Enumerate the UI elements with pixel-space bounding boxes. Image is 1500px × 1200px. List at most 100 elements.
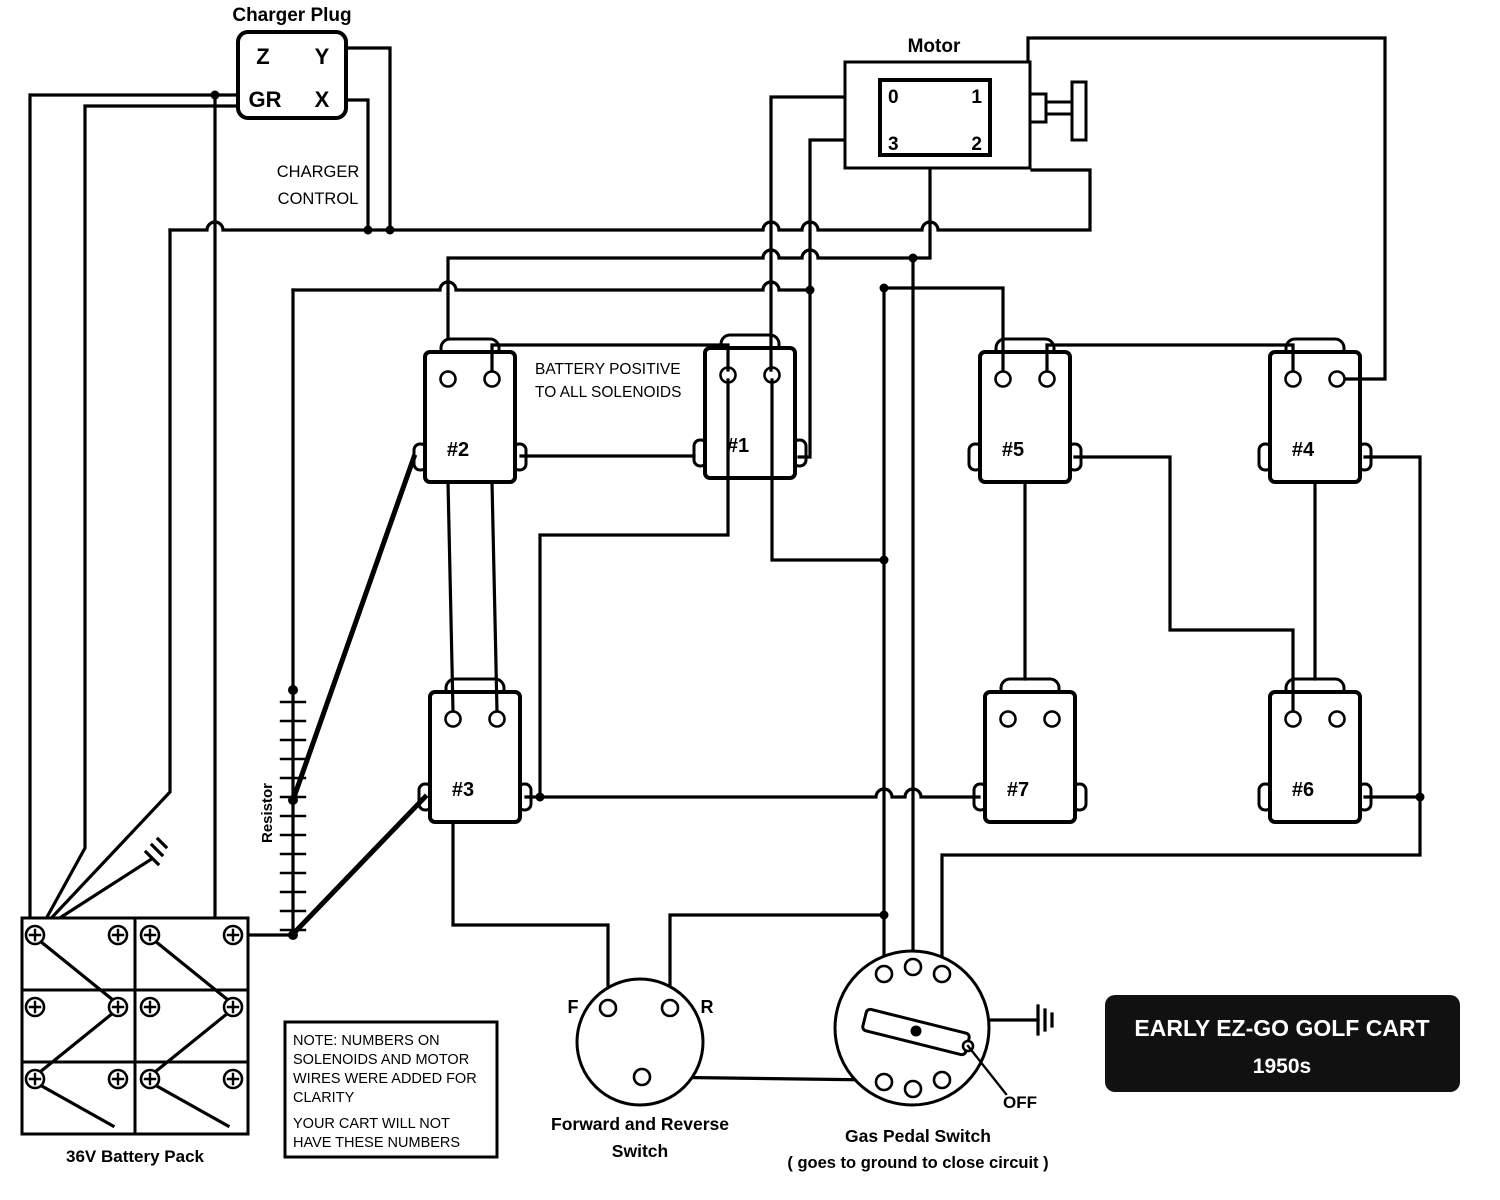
junction-dot [879, 555, 889, 565]
solenoid-body [1257, 337, 1373, 484]
terminal-reverse [660, 998, 680, 1018]
battery-pack: 36V Battery Pack [20, 916, 250, 1166]
battery-pack-label: 36V Battery Pack [66, 1147, 205, 1166]
reverse-label: R [701, 997, 714, 1017]
wire-resistor-diagonal-2 [291, 793, 429, 936]
solenoid-body [1257, 677, 1373, 824]
junction-dot [1415, 792, 1425, 802]
wire-battery-positive-a [490, 343, 730, 373]
gas-terminal-top [903, 957, 923, 977]
solenoid-label: #6 [1292, 779, 1314, 801]
wire-bus-motor [446, 166, 932, 341]
gas-pedal-switch: OFF Gas Pedal Switch ( goes to ground to… [787, 949, 1054, 1172]
solenoid-body [417, 677, 533, 824]
plug-pin-x: X [315, 87, 330, 112]
junction-dot [363, 225, 373, 235]
solenoid-label: #4 [1292, 439, 1315, 461]
gas-terminal-bottom [874, 1072, 894, 1092]
wire-sol2-sol3-a [446, 480, 455, 713]
note-line: YOUR CART WILL NOT [293, 1116, 450, 1132]
solenoid-2: #2 [412, 337, 528, 484]
note-line: SOLENOIDS AND MOTOR [293, 1052, 469, 1068]
solenoid-4: #4 [1257, 337, 1373, 484]
junction-dot [210, 90, 220, 100]
wire-motor3-solenoid1 [797, 138, 882, 459]
wire-charger-left-c [213, 93, 229, 934]
solenoid-label: #3 [452, 779, 474, 801]
wire-left-drop [38, 228, 172, 932]
charger-control-line2: CONTROL [278, 190, 359, 208]
resistor-label: Resistor [259, 783, 276, 843]
battery-positive-note: BATTERY POSITIVE TO ALL SOLENOIDS [535, 361, 681, 401]
motor-inner-box [878, 78, 992, 157]
battery-link [152, 1010, 231, 1075]
junction-dot [385, 225, 395, 235]
title-line2: 1950s [1253, 1055, 1311, 1078]
motor-pin-2: 2 [971, 134, 982, 155]
motor: Motor 0 1 3 2 [843, 36, 1088, 170]
solenoid-body [692, 333, 808, 480]
junction-dot [879, 910, 889, 920]
battery-link [37, 938, 116, 1003]
ground-symbol-battery [143, 836, 169, 867]
ground-ticks [143, 836, 169, 867]
forward-reverse-caption1: Forward and Reverse [551, 1114, 729, 1134]
wire-right-loop [940, 455, 1422, 968]
wire-battery-positive-b [1045, 343, 1295, 373]
wire-sol2-sol3-b [490, 480, 499, 713]
motor-pin-1: 1 [971, 87, 982, 108]
resistor: Resistor [259, 688, 307, 937]
battery-link [152, 938, 231, 1003]
wire-sol1-inner-b [770, 378, 886, 562]
gas-terminal-top [932, 964, 952, 984]
plug-pin-y: Y [315, 44, 330, 69]
battery-link [37, 1010, 116, 1075]
off-pointer-line [966, 1044, 1008, 1096]
junction-dot [805, 285, 815, 295]
wire-charger-right-b [344, 98, 370, 232]
motor-shaft [1028, 92, 1048, 124]
battery-positive-line1: BATTERY POSITIVE [535, 361, 681, 378]
wire-top-loop [1026, 36, 1387, 381]
junction-dot [908, 253, 918, 263]
ground-symbol-gas [1036, 1004, 1054, 1036]
plug-pin-z: Z [256, 44, 269, 69]
solenoid-body [412, 337, 528, 484]
note-line: HAVE THESE NUMBERS [293, 1135, 460, 1151]
wire-sol3-to-forward [451, 820, 610, 1002]
battery-link [152, 1082, 231, 1129]
junction-dot [535, 792, 545, 802]
plug-pin-gr: GR [249, 87, 282, 112]
lever-pivot [910, 1025, 922, 1037]
solenoid-7: #7 [972, 677, 1088, 824]
charger-plug: Charger Plug Z Y GR X [232, 5, 352, 120]
solenoid-label: #1 [727, 435, 749, 457]
solenoid-body [967, 337, 1083, 484]
battery-terminals [24, 924, 244, 1090]
charger-control-label: CHARGER CONTROL [277, 163, 360, 208]
title-box-frame [1105, 995, 1460, 1092]
title-line1: EARLY EZ-GO GOLF CART [1134, 1015, 1429, 1041]
motor-title: Motor [908, 36, 961, 57]
battery-positive-line2: TO ALL SOLENOIDS [535, 384, 681, 401]
forward-reverse-switch: F R Forward and Reverse Switch [551, 977, 729, 1161]
terminal-common [632, 1067, 652, 1087]
gas-terminal-top [874, 964, 894, 984]
wire-stair [1073, 455, 1295, 713]
charger-plug-title: Charger Plug [232, 5, 351, 26]
forward-reverse-caption2: Switch [612, 1141, 668, 1161]
wire-solenoid5-riser [882, 286, 1005, 373]
wire-charger-left-a [28, 93, 240, 940]
solenoid-6: #6 [1257, 677, 1373, 824]
solenoid-label: #5 [1002, 439, 1024, 461]
motor-pin-3: 3 [888, 134, 899, 155]
battery-link [37, 1082, 116, 1129]
note-box-frame [283, 1020, 499, 1159]
wire-charger-right-a [344, 46, 392, 232]
terminal-forward [598, 998, 618, 1018]
wire-resistor-diagonal-1 [289, 453, 418, 804]
junction-dot [879, 283, 889, 293]
note-line: NOTE: NUMBERS ON [293, 1033, 440, 1049]
